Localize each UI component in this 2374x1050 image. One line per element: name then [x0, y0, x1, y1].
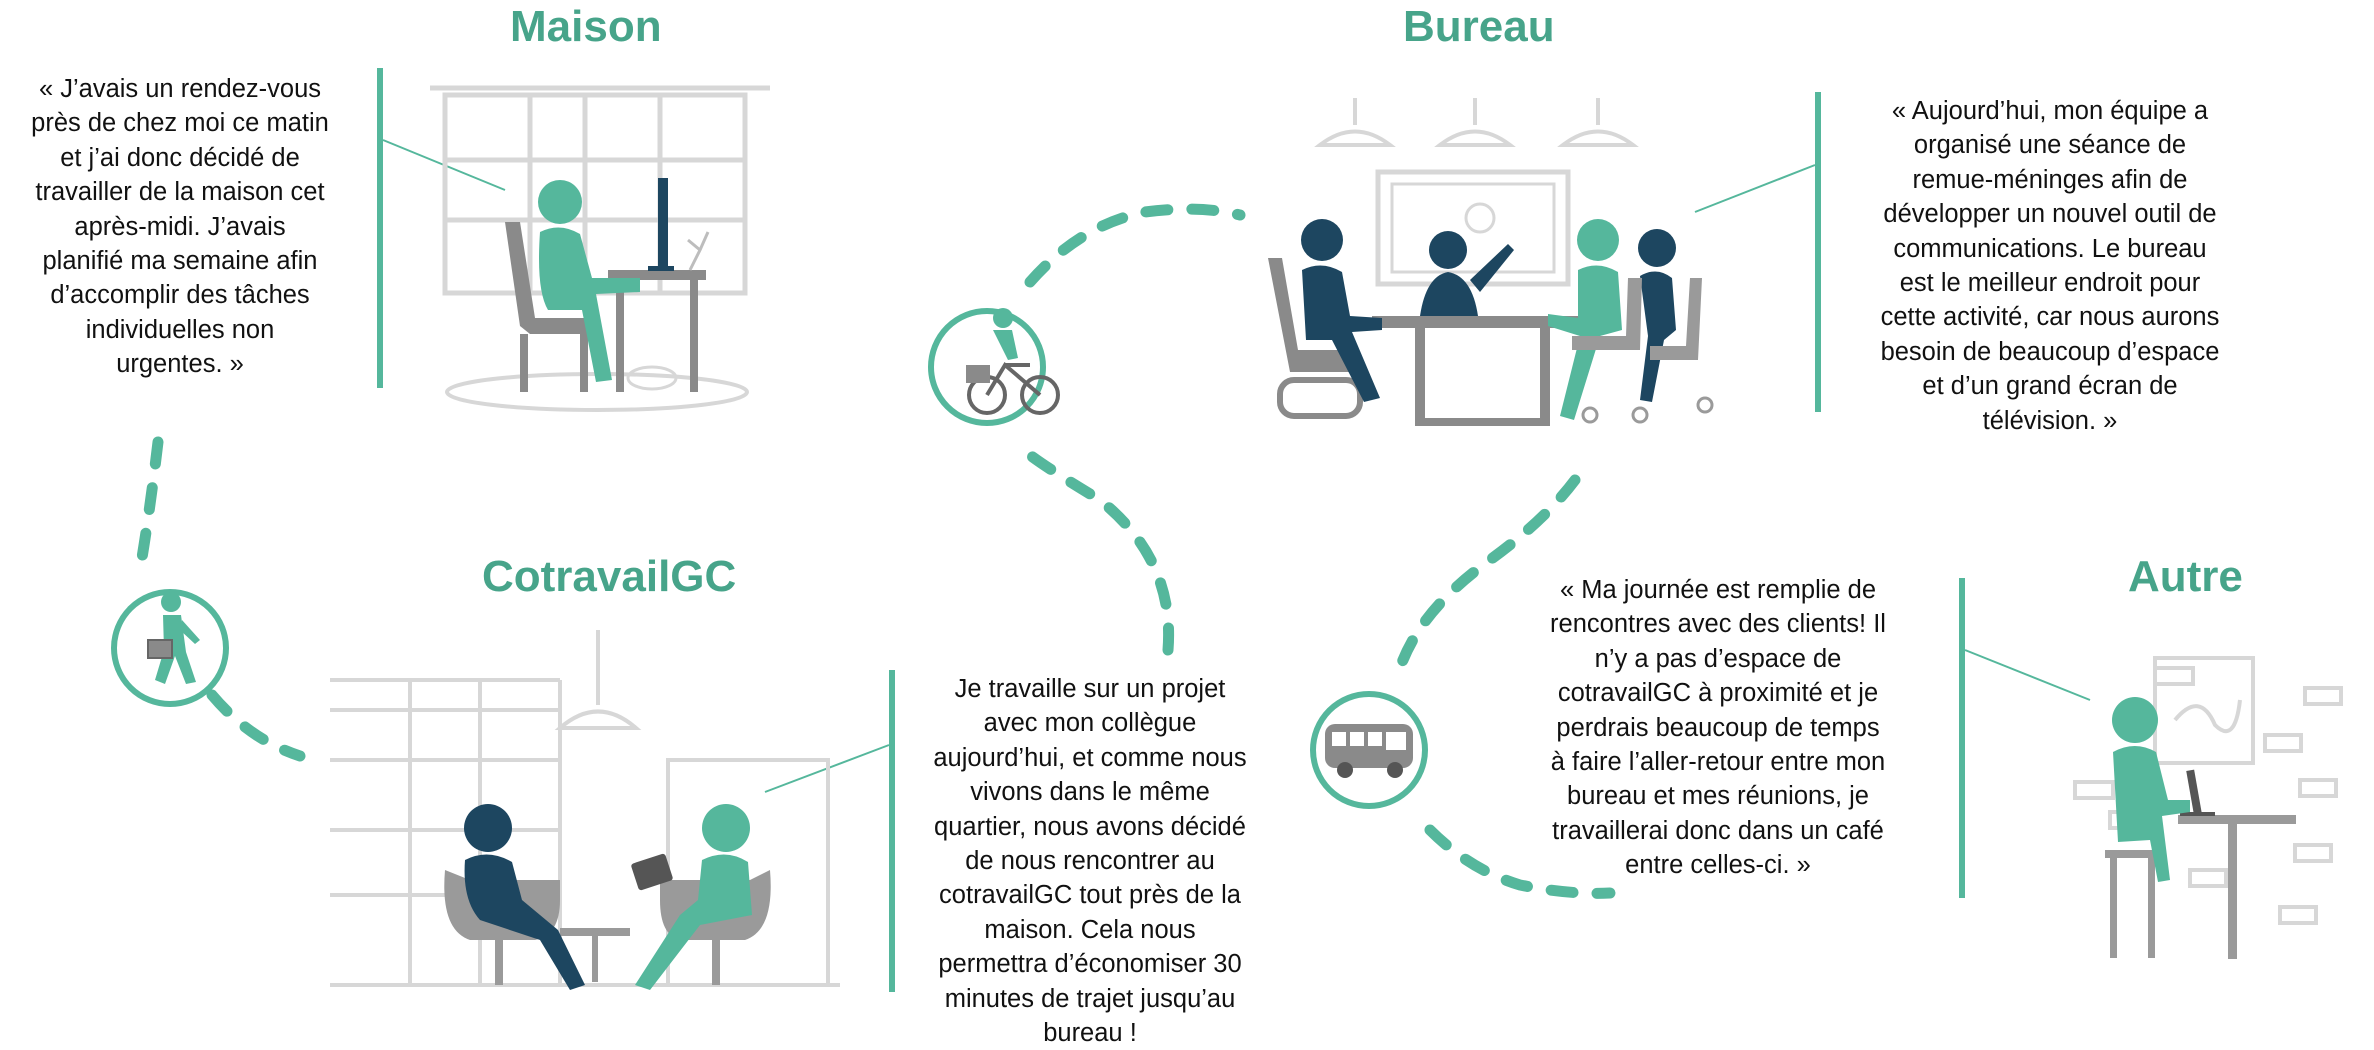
walking-person-icon — [111, 589, 229, 707]
quote-line: télévision. » — [1982, 406, 2118, 435]
section-title-autre: Autre — [2128, 552, 2243, 601]
quote-line: cotravailGC tout près de la — [939, 881, 1241, 910]
bus-icon — [1310, 691, 1428, 809]
quote-line: entre celles-ci. » — [1625, 851, 1811, 880]
cyclist-icon — [928, 308, 1060, 426]
route-path-bureau-to-autre — [1394, 474, 1616, 899]
quote-line: d’accomplir des tâches — [50, 281, 310, 310]
quote-line: permettra d’économiser 30 — [938, 950, 1242, 979]
quote-cotravail: Je travaille sur un projet avec mon coll… — [900, 672, 1280, 1050]
quote-line: développer un nouvel outil de — [1883, 200, 2217, 229]
quote-line: maison. Cela nous — [984, 915, 1196, 944]
route-path-cotravail-to-bureau — [1024, 203, 1246, 656]
person-working-in-cafe-icon — [2073, 656, 2343, 959]
quote-line: est le meilleur endroit pour — [1899, 269, 2201, 298]
quote-line: travaillerai donc dans un café — [1552, 816, 1884, 845]
two-people-coworking-lounge-icon — [330, 630, 840, 990]
quote-line: quartier, nous avons décidé — [934, 812, 1246, 841]
quote-line: à faire l’aller-retour entre mon — [1550, 748, 1886, 777]
quote-line: bureau et mes réunions, je — [1567, 782, 1869, 811]
section-title-cotravail: CotravailGC — [482, 552, 737, 601]
quote-line: minutes de trajet jusqu’au — [944, 984, 1236, 1013]
quote-line: « Ma journée est remplie de — [1559, 576, 1877, 604]
quote-line: cette activité, car nous aurons — [1880, 303, 2220, 332]
quote-line: Je travaille sur un projet — [954, 675, 1226, 703]
quote-line: travailler de la maison cet — [35, 178, 325, 207]
person-working-at-home-desk-icon — [430, 85, 770, 412]
quote-line: perdrais beaucoup de temps — [1556, 713, 1880, 742]
quote-line: planifié ma semaine afin — [42, 247, 318, 276]
quote-bar-bureau — [1694, 92, 1821, 412]
quote-line: près de chez moi ce matin — [31, 109, 329, 138]
quote-line: et d’un grand écran de — [1922, 372, 2178, 401]
quote-line: n’y a pas d’espace de — [1594, 644, 1842, 673]
quote-line: et j’ai donc décidé de — [60, 143, 300, 172]
quote-line: de nous rencontrer au — [965, 847, 1215, 876]
quote-line: individuelles non — [85, 315, 275, 344]
quote-bar-autre — [1959, 578, 2091, 898]
section-title-bureau: Bureau — [1403, 2, 1555, 51]
quote-line: après-midi. J’avais — [74, 212, 286, 241]
quote-line: rencontres avec des clients! Il — [1550, 610, 1886, 639]
quote-line: bureau ! — [1043, 1019, 1137, 1048]
quote-line: remue-méninges afin de — [1912, 165, 2188, 194]
quote-line: urgentes. » — [116, 350, 244, 379]
quote-line: besoin de beaucoup d’espace — [1880, 337, 2220, 366]
quote-maison: « J’avais un rendez-vous près de chez mo… — [0, 72, 360, 382]
quote-line: « J’avais un rendez-vous — [38, 75, 322, 103]
quote-autre: « Ma journée est remplie de rencontres a… — [1528, 573, 1908, 883]
quote-bureau: « Aujourd’hui, mon équipe a organisé une… — [1850, 94, 2250, 438]
quote-line: aujourd’hui, et comme nous — [933, 743, 1247, 772]
section-title-maison: Maison — [510, 2, 662, 51]
quote-line: « Aujourd’hui, mon équipe a — [1891, 97, 2209, 125]
quote-line: vivons dans le même — [970, 778, 1210, 807]
quote-line: avec mon collègue — [983, 709, 1197, 738]
quote-line: communications. Le bureau — [1893, 234, 2207, 263]
quote-line: cotravailGC à proximité et je — [1557, 679, 1879, 708]
route-path-maison-to-cotravail — [134, 436, 306, 762]
quote-line: organisé une séance de — [1913, 131, 2187, 160]
team-meeting-office-icon — [1268, 98, 1714, 426]
